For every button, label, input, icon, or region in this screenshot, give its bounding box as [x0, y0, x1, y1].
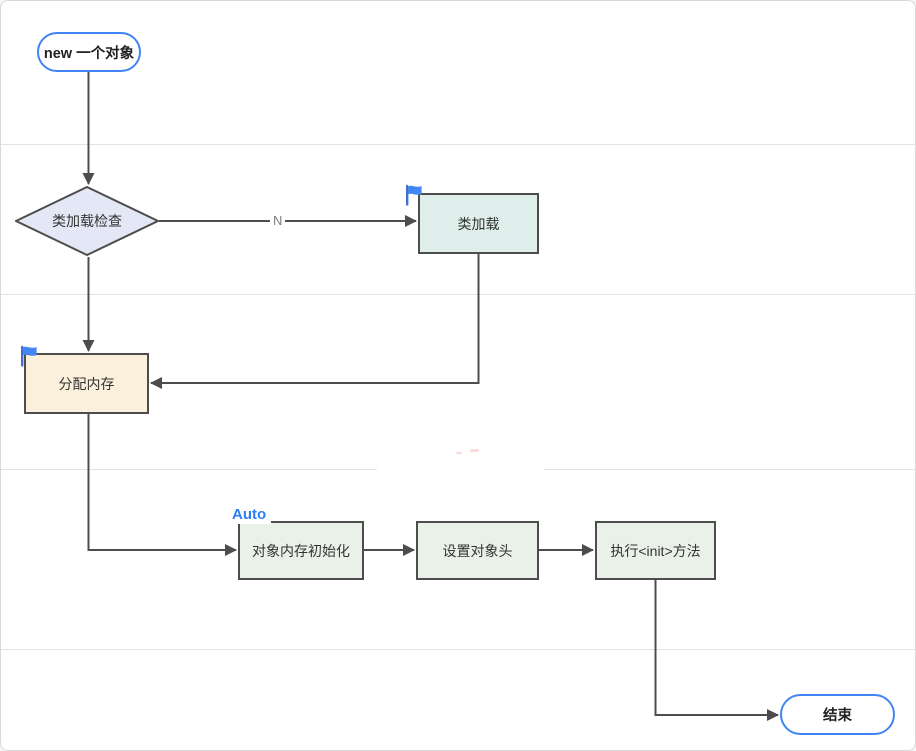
node-end[interactable]: 结束: [780, 694, 895, 735]
node-init-mem-label: 对象内存初始化: [252, 542, 350, 559]
node-run-init[interactable]: 执行<init>方法: [595, 521, 716, 580]
artifact-mark: [456, 452, 462, 454]
node-start-label: new 一个对象: [43, 45, 135, 62]
edge-alloc-to-initmem[interactable]: [87, 414, 237, 556]
node-decision[interactable]: 类加载检查: [15, 186, 159, 256]
flag-icon: [21, 345, 37, 367]
lane-divider: [544, 469, 915, 470]
node-decision-label: 类加载检查: [52, 213, 122, 229]
node-end-label: 结束: [823, 708, 852, 724]
node-alloc-label: 分配内存: [58, 375, 115, 392]
artifact-mark: [470, 449, 479, 452]
node-start[interactable]: new 一个对象: [37, 32, 141, 72]
node-set-header[interactable]: 设置对象头: [416, 521, 539, 580]
edge-label-no: N: [270, 213, 286, 228]
lane-divider: [1, 469, 377, 470]
auto-badge: Auto: [230, 506, 272, 524]
edge-runinit-to-end[interactable]: [654, 580, 779, 721]
node-init-mem[interactable]: Auto 对象内存初始化: [230, 506, 364, 580]
node-run-init-label: 执行<init>方法: [610, 542, 701, 559]
node-alloc[interactable]: 分配内存: [21, 345, 149, 414]
lane-divider: [1, 144, 915, 145]
node-class-load[interactable]: 类加载: [406, 184, 539, 254]
lane-divider: [1, 294, 915, 295]
node-set-header-label: 设置对象头: [442, 542, 513, 559]
flag-icon: [406, 184, 422, 206]
lane-divider: [1, 649, 915, 650]
node-class-load-label: 类加载: [457, 215, 500, 232]
edge-classload-to-alloc[interactable]: [150, 254, 480, 389]
diamond-shape: [15, 186, 159, 256]
